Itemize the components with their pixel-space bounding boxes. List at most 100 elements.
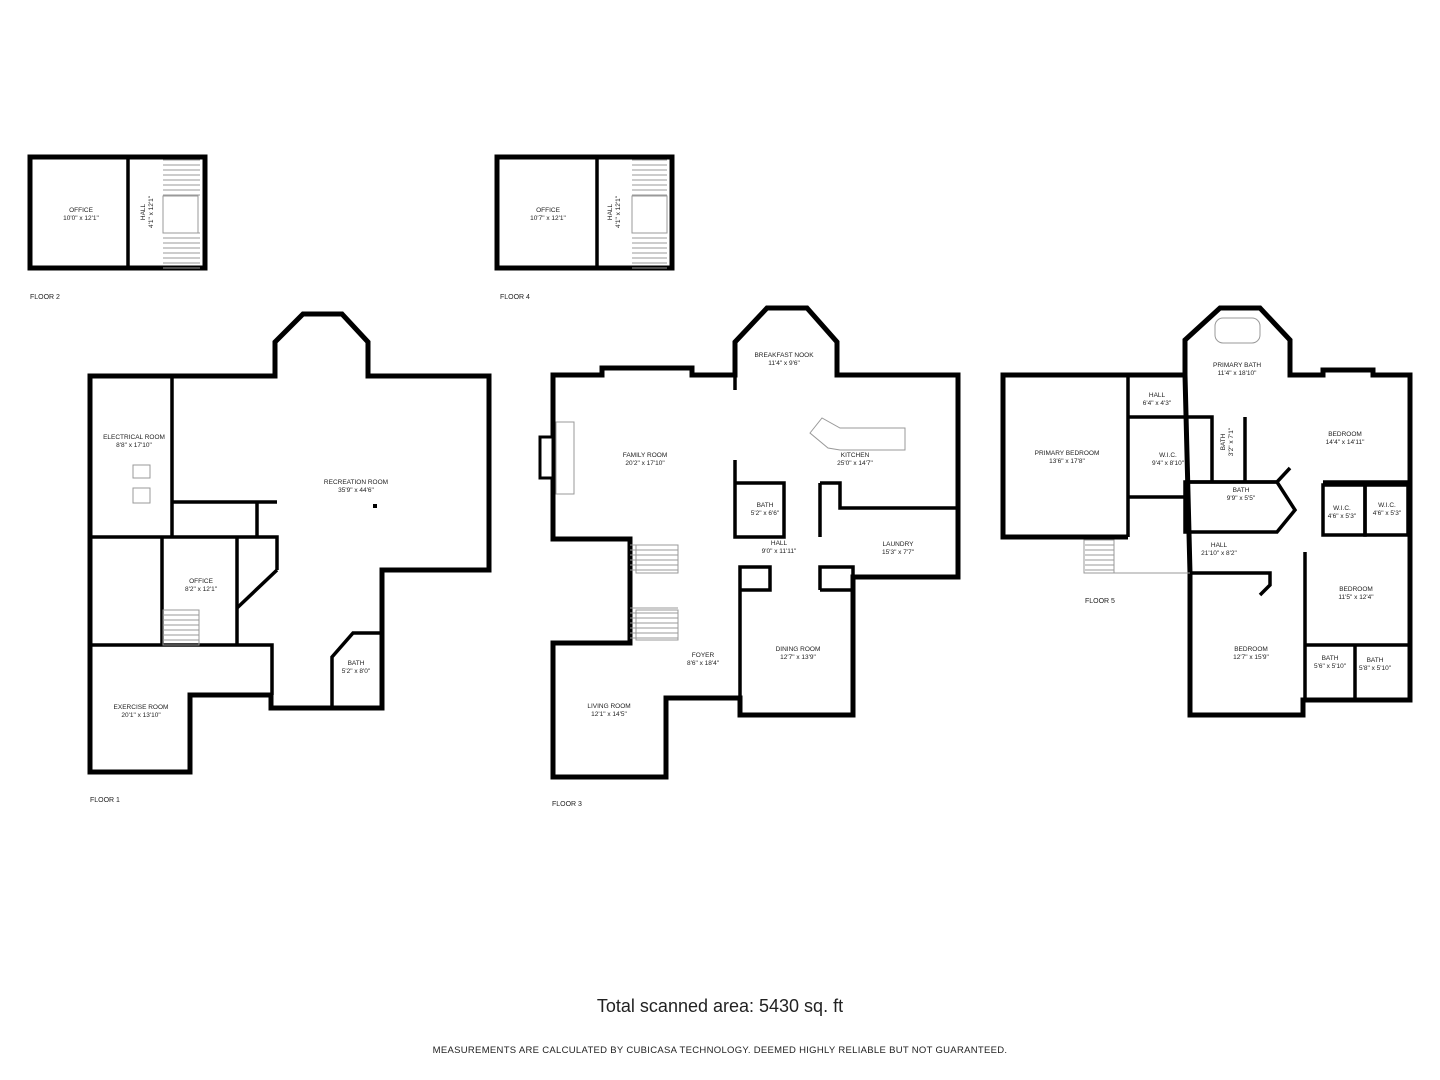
room-name: EXERCISE ROOM xyxy=(114,704,169,711)
room-dimensions: 8'6" x 18'4" xyxy=(687,660,720,667)
room-dimensions: 20'1" x 13'10" xyxy=(121,712,161,719)
room-name: W.I.C. xyxy=(1333,505,1351,512)
floor-4-plan xyxy=(494,154,675,271)
room-name: BREAKFAST NOOK xyxy=(754,352,814,359)
room-dimensions: 9'4" x 8'10" xyxy=(1152,460,1185,467)
room-dimensions: 20'2" x 17'10" xyxy=(625,460,665,467)
floor-label: FLOOR 5 xyxy=(1085,598,1115,605)
room-dimensions: 4'1" x 12'1" xyxy=(148,195,155,228)
room-name: HALL xyxy=(771,540,788,547)
room-name: BATH xyxy=(757,502,774,509)
room-name: PRIMARY BATH xyxy=(1213,362,1261,369)
room-dimensions: 12'7" x 13'9" xyxy=(780,654,816,661)
floor-label: FLOOR 4 xyxy=(500,294,530,301)
room-dimensions: 10'7" x 12'1" xyxy=(530,215,566,222)
room-name: LIVING ROOM xyxy=(587,703,630,710)
room-name: HALL xyxy=(1211,542,1228,549)
room-dimensions: 5'2" x 6'6" xyxy=(751,510,780,517)
disclaimer: MEASUREMENTS ARE CALCULATED BY CUBICASA … xyxy=(432,1045,1008,1056)
room-name: W.I.C. xyxy=(1378,502,1396,509)
room-name: FAMILY ROOM xyxy=(623,452,668,459)
room-name: BEDROOM xyxy=(1328,431,1362,438)
room-dimensions: 4'6" x 5'3" xyxy=(1373,510,1402,517)
room-name: BATH xyxy=(1233,487,1250,494)
room-name: BEDROOM xyxy=(1234,646,1268,653)
room-dimensions: 6'4" x 4'3" xyxy=(1143,400,1172,407)
room-name: LAUNDRY xyxy=(883,541,915,548)
room-dimensions: 12'7" x 15'9" xyxy=(1233,654,1269,661)
room-dimensions: 3'2" x 7'1" xyxy=(1228,427,1235,456)
room-name: BATH xyxy=(1367,657,1384,664)
room-dimensions: 25'0" x 14'7" xyxy=(837,460,873,467)
room-dimensions: 10'0" x 12'1" xyxy=(63,215,99,222)
floor-label: FLOOR 3 xyxy=(552,801,582,808)
room-name: OFFICE xyxy=(189,578,213,585)
room-name: OFFICE xyxy=(536,207,560,214)
room-label: W.I.C.4'6" x 5'3" xyxy=(1328,505,1357,520)
room-name: BATH xyxy=(1322,655,1339,662)
room-dimensions: 5'8" x 5'10" xyxy=(1359,665,1392,672)
room-name: W.I.C. xyxy=(1159,452,1177,459)
room-name: BEDROOM xyxy=(1339,586,1373,593)
room-dimensions: 5'6" x 5'10" xyxy=(1314,663,1347,670)
room-name: DINING ROOM xyxy=(776,646,821,653)
room-dimensions: 12'1" x 14'5" xyxy=(591,711,627,718)
room-dimensions: 21'10" x 8'2" xyxy=(1201,550,1237,557)
room-dimensions: 4'6" x 5'3" xyxy=(1328,513,1357,520)
total-scanned-area: Total scanned area: 5430 sq. ft xyxy=(596,996,844,1016)
floor-3-plan xyxy=(538,305,961,780)
room-dimensions: 4'1" x 12'1" xyxy=(615,195,622,228)
room-name: KITCHEN xyxy=(841,452,870,459)
room-name: BATH xyxy=(348,660,365,667)
room-name: OFFICE xyxy=(69,207,93,214)
floor-label: FLOOR 1 xyxy=(90,797,120,804)
room-label: W.I.C.9'4" x 8'10" xyxy=(1152,452,1185,467)
room-dimensions: 9'0" x 11'11" xyxy=(762,548,797,555)
room-dimensions: 5'2" x 8'0" xyxy=(342,668,371,675)
room-dimensions: 13'6" x 17'8" xyxy=(1049,458,1085,465)
room-dimensions: 11'4" x 9'6" xyxy=(768,360,800,367)
room-name: BATH xyxy=(1220,433,1227,450)
room-name: RECREATION ROOM xyxy=(324,479,388,486)
room-dimensions: 15'3" x 7'7" xyxy=(882,549,915,556)
room-dimensions: 11'5" x 12'4" xyxy=(1338,594,1374,601)
room-name: PRIMARY BEDROOM xyxy=(1035,450,1100,457)
floor-label: FLOOR 2 xyxy=(30,294,60,301)
floor-2-plan xyxy=(27,154,208,271)
room-dimensions: 14'4" x 14'11" xyxy=(1326,439,1365,446)
room-name: HALL xyxy=(607,203,614,220)
room-name: FOYER xyxy=(692,652,715,659)
room-name: ELECTRICAL ROOM xyxy=(103,434,165,441)
room-name: HALL xyxy=(1149,392,1166,399)
floor-1-plan xyxy=(87,311,492,775)
room-dimensions: 35'9" x 44'6" xyxy=(338,487,374,494)
room-dimensions: 9'9" x 5'5" xyxy=(1227,495,1256,502)
room-dimensions: 8'8" x 17'10" xyxy=(116,442,152,449)
